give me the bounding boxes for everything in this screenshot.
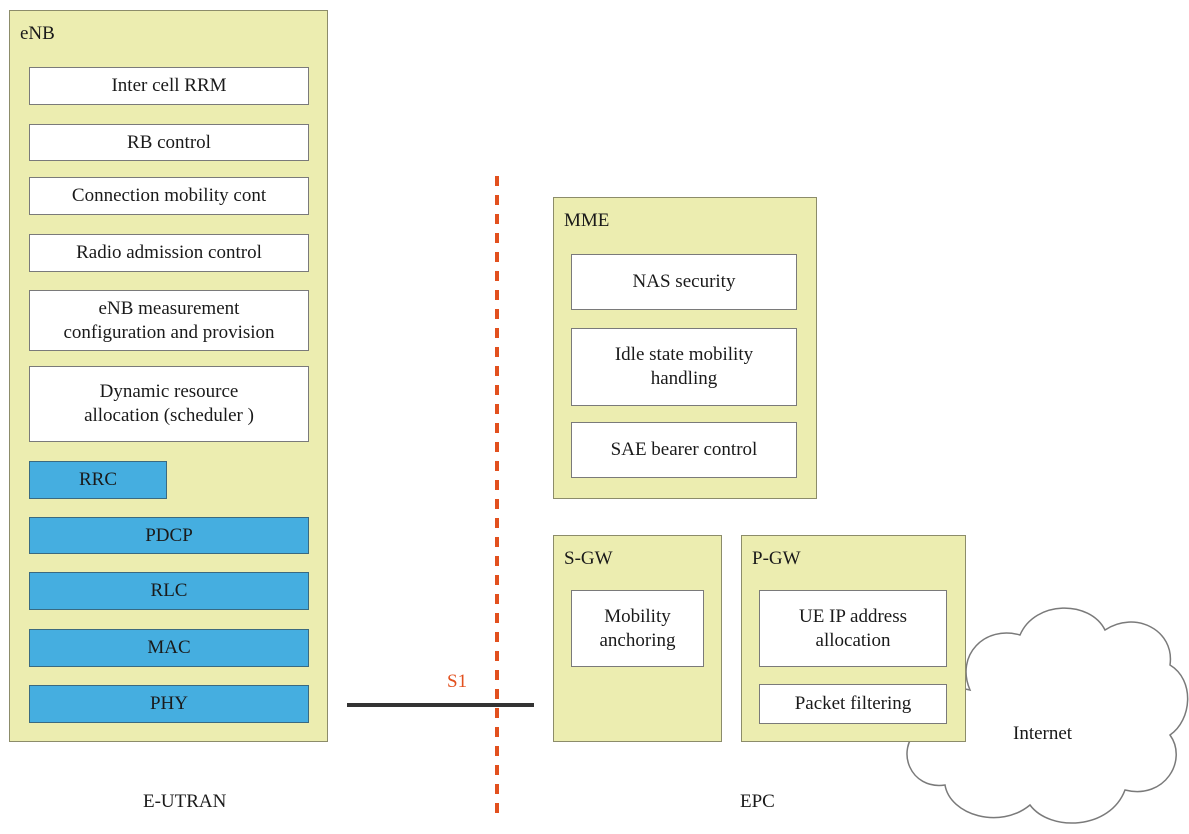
enb-function-dynamic-resource: Dynamic resource allocation (scheduler ) <box>29 366 309 442</box>
pgw-function-packet-filtering: Packet filtering <box>759 684 947 724</box>
e-utran-region-label: E-UTRAN <box>143 791 227 812</box>
internet-label: Internet <box>1013 723 1073 744</box>
enb-function-inter-cell-rrm: Inter cell RRM <box>29 67 309 105</box>
mme-function-nas-security: NAS security <box>571 254 797 310</box>
mme-title: MME <box>564 210 610 231</box>
enb-protocol-rlc: RLC <box>29 572 309 610</box>
epc-region-label: EPC <box>740 791 775 812</box>
enb-protocol-pdcp: PDCP <box>29 517 309 554</box>
s1-interface-label: S1 <box>447 671 468 692</box>
enb-function-rb-control: RB control <box>29 124 309 161</box>
enb-protocol-phy: PHY <box>29 685 309 723</box>
enb-function-measurement: eNB measurement configuration and provis… <box>29 290 309 351</box>
mme-function-idle-mobility: Idle state mobility handling <box>571 328 797 406</box>
sgw-function-mobility-anchoring: Mobility anchoring <box>571 590 704 667</box>
enb-function-connection-mobility: Connection mobility cont <box>29 177 309 215</box>
pgw-function-ue-ip-allocation: UE IP address allocation <box>759 590 947 667</box>
sgw-title: S-GW <box>564 548 613 569</box>
enb-protocol-rrc: RRC <box>29 461 167 499</box>
pgw-title: P-GW <box>752 548 801 569</box>
enb-protocol-mac: MAC <box>29 629 309 667</box>
enb-title: eNB <box>20 23 55 44</box>
mme-function-sae-bearer: SAE bearer control <box>571 422 797 478</box>
enb-function-radio-admission: Radio admission control <box>29 234 309 272</box>
